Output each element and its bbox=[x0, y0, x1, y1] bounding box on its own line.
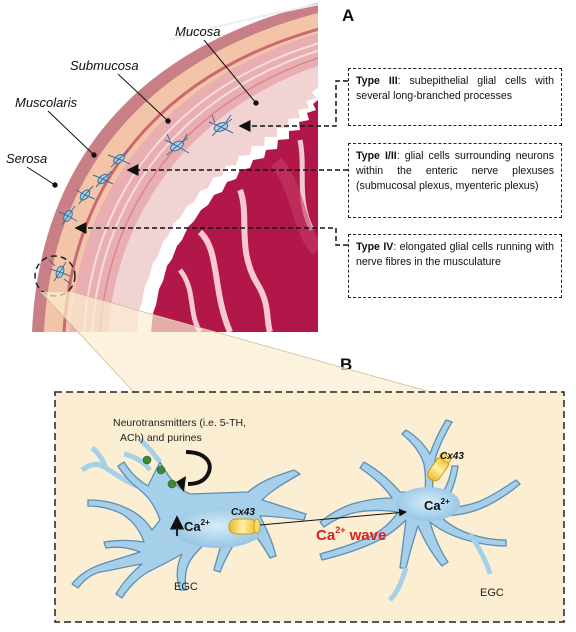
gut-wall-illustration bbox=[32, 0, 318, 332]
neurotransmitters-line2: ACh) and purines bbox=[120, 432, 202, 444]
ca-wave-arrow bbox=[259, 508, 407, 526]
box-type4-text: : elongated glial cells running with ner… bbox=[356, 241, 554, 268]
arrow-type3 bbox=[238, 80, 348, 132]
box-type3-text: : subepithelial glial cells with several… bbox=[356, 75, 554, 102]
connexin-left bbox=[228, 518, 261, 535]
egc-left bbox=[71, 437, 307, 599]
ca-left-label: Ca2+ bbox=[184, 518, 210, 534]
box-type4: Type IV: elongated glial cells running w… bbox=[348, 234, 562, 298]
neurotransmitter-dots bbox=[142, 455, 177, 489]
pointer-arrows bbox=[74, 80, 348, 246]
box-type12: Type I/II: glial cells surrounding neuro… bbox=[348, 143, 562, 218]
panel-a-letter: A bbox=[342, 6, 354, 25]
lumen bbox=[151, 100, 318, 332]
neurotransmitters-line1: Neurotransmitters (i.e. 5-TH, bbox=[113, 417, 246, 429]
label-muscolaris: Muscolaris bbox=[15, 95, 78, 110]
box-type12-text: : glial cells surrounding neurons within… bbox=[356, 150, 554, 192]
label-serosa: Serosa bbox=[6, 151, 47, 166]
glial-cell-submucosa-3 bbox=[75, 185, 96, 205]
layer-leader-lines bbox=[26, 39, 259, 188]
glial-cell-musculature-1 bbox=[58, 205, 78, 226]
egc-right-label: EGC bbox=[480, 587, 504, 599]
cx43-left-label: Cx43 bbox=[231, 507, 255, 518]
glial-cell-mucosa-1 bbox=[164, 133, 190, 156]
glial-cell-submucosa-2 bbox=[92, 170, 114, 188]
glial-cells-panel-a bbox=[48, 114, 234, 285]
label-mucosa: Mucosa bbox=[175, 24, 221, 39]
arrow-type4 bbox=[74, 222, 348, 246]
box-type3: Type III: subepithelial glial cells with… bbox=[348, 68, 562, 126]
glial-cell-mucosa-2 bbox=[208, 114, 234, 137]
box-type12-title: Type I/II bbox=[356, 150, 397, 162]
ca-right-label: Ca2+ bbox=[424, 497, 450, 513]
connexin-right bbox=[427, 453, 451, 482]
cx43-right-label: Cx43 bbox=[440, 451, 464, 462]
neurotransmitter-arrow bbox=[185, 450, 212, 486]
egc-left-label: EGC bbox=[174, 581, 198, 593]
box-type3-title: Type III bbox=[356, 75, 398, 87]
box-type4-title: Type IV bbox=[356, 241, 394, 253]
egc-right bbox=[319, 419, 521, 602]
label-submucosa: Submucosa bbox=[70, 58, 139, 73]
ca-wave-label: Ca2+ wave bbox=[316, 525, 386, 544]
glial-cell-serosa bbox=[48, 259, 72, 285]
glial-cell-submucosa-1 bbox=[107, 149, 131, 168]
